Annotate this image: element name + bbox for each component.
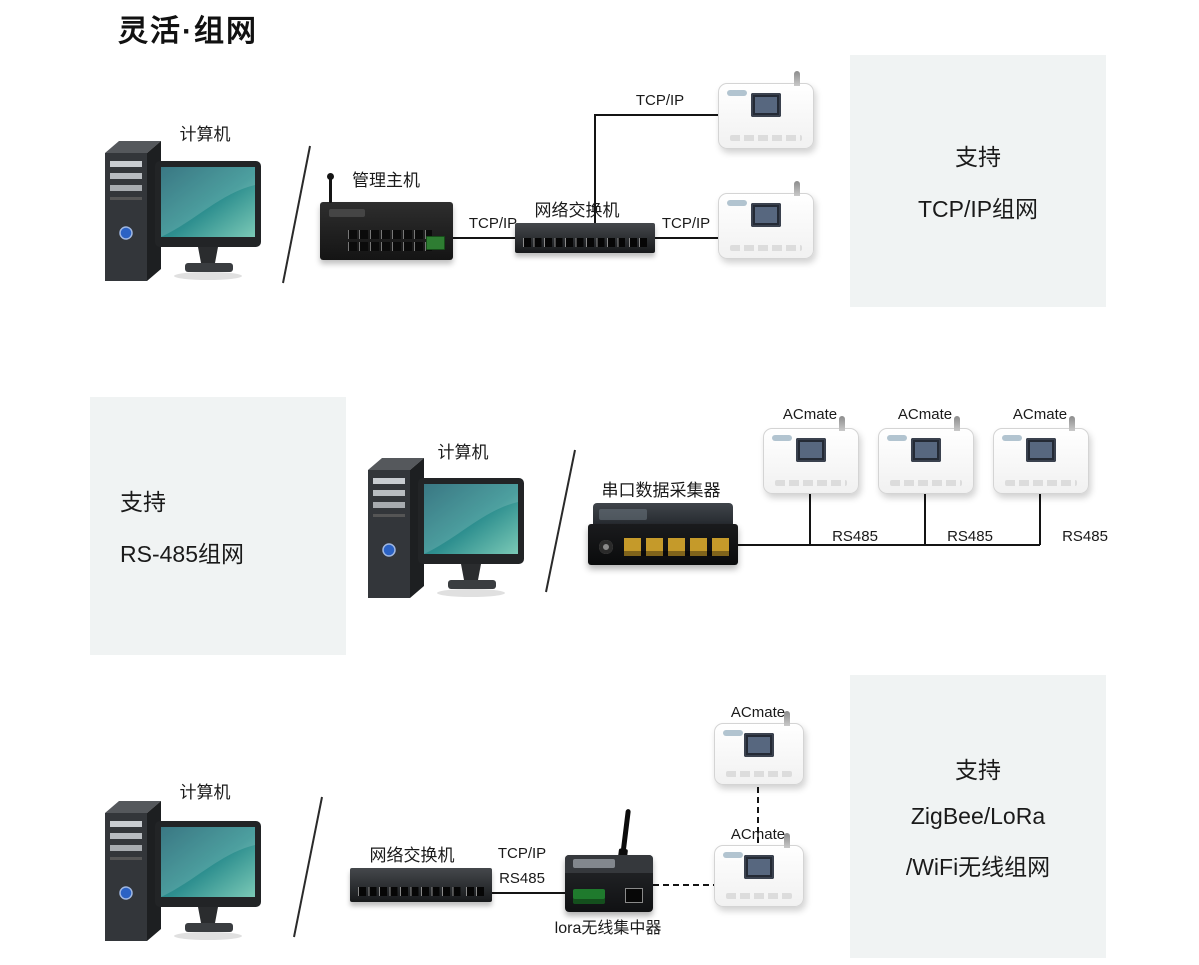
ethernet-port xyxy=(625,888,643,903)
computer-label-1: 计算机 xyxy=(179,125,231,144)
acmate-device xyxy=(718,181,814,259)
device-strip xyxy=(775,480,847,486)
port-row xyxy=(523,238,625,247)
brand-badge xyxy=(329,209,365,217)
desktop-computer-1 xyxy=(95,133,265,293)
device-body xyxy=(588,524,738,565)
link-label-tcpip-right: TCP/IP xyxy=(661,215,711,232)
link-label-rs485: RS485 xyxy=(832,528,878,545)
switch-label-3: 网络交换机 xyxy=(369,846,455,865)
panel-tcpip-line1: 支持 xyxy=(955,144,1001,170)
panel-rs485: 支持 RS-485组网 xyxy=(90,397,346,655)
acmate-label: ACmate xyxy=(730,704,786,721)
link-label-rs485-3: RS485 xyxy=(499,870,545,887)
port-row xyxy=(348,242,432,251)
antenna-icon xyxy=(620,808,631,858)
device-top-label xyxy=(573,859,615,868)
device-logo xyxy=(727,200,747,206)
device-logo xyxy=(772,435,792,441)
device-strip xyxy=(726,893,792,899)
antenna-icon xyxy=(327,173,334,203)
acmate-label: ACmate xyxy=(897,406,953,423)
computer-label-2: 计算机 xyxy=(437,443,489,462)
network-switch-device-1 xyxy=(515,223,655,253)
acmate-device xyxy=(718,71,814,149)
lora-concentrator-device xyxy=(565,808,653,912)
terminal-block xyxy=(426,236,445,250)
device-strip xyxy=(730,135,802,141)
acmate-device xyxy=(878,416,974,494)
panel-wireless: 支持 ZigBee/LoRa /WiFi无线组网 xyxy=(850,675,1106,958)
switch-label-1: 网络交换机 xyxy=(534,201,620,220)
link-label-rs485: RS485 xyxy=(947,528,993,545)
panel-rs485-line2: RS-485组网 xyxy=(120,541,244,567)
device-strip xyxy=(730,245,802,251)
device-logo xyxy=(723,730,743,736)
device-logo xyxy=(727,90,747,96)
acmate-device xyxy=(714,711,804,785)
panel-tcpip-line2: TCP/IP组网 xyxy=(917,196,1039,222)
host-label: 管理主机 xyxy=(352,171,420,190)
device-strip xyxy=(890,480,962,486)
panel-wireless-line1: 支持 xyxy=(955,757,1001,783)
panel-wireless-line3: /WiFi无线组网 xyxy=(905,854,1051,880)
panel-wireless-line2: ZigBee/LoRa xyxy=(910,803,1046,829)
device-screen xyxy=(796,438,826,462)
network-switch-device-3 xyxy=(350,868,492,902)
device-strip xyxy=(726,771,792,777)
acmate-device xyxy=(993,416,1089,494)
uplink-ports xyxy=(629,238,647,247)
device-logo xyxy=(887,435,907,441)
panel-rs485-line1: 支持 xyxy=(120,489,166,515)
terminal-block xyxy=(573,889,605,904)
panel-tcpip: 支持 TCP/IP组网 xyxy=(850,55,1106,307)
desktop-computer-3 xyxy=(95,793,265,953)
link-label-tcpip-mid: TCP/IP xyxy=(468,215,518,232)
lora-label: lora无线集中器 xyxy=(554,920,662,937)
rj45-ports xyxy=(624,538,730,556)
link-label-tcpip-3: TCP/IP xyxy=(497,845,547,862)
link-label-tcpip-top: TCP/IP xyxy=(635,92,685,109)
acmate-device xyxy=(763,416,859,494)
device-screen xyxy=(751,203,781,227)
device-screen xyxy=(1026,438,1056,462)
port-row xyxy=(358,887,462,896)
acmate-label: ACmate xyxy=(1012,406,1068,423)
collector-label: 串口数据采集器 xyxy=(601,481,721,500)
serial-collector-device xyxy=(588,503,738,565)
device-screen xyxy=(744,733,774,757)
uplink-ports xyxy=(466,887,484,896)
acmate-label: ACmate xyxy=(782,406,838,423)
link-label-rs485: RS485 xyxy=(1062,528,1108,545)
port-row xyxy=(348,230,432,239)
device-top-label xyxy=(599,509,647,520)
device-logo xyxy=(1002,435,1022,441)
desktop-computer-2 xyxy=(358,450,528,610)
power-connector xyxy=(599,540,613,554)
page-title: 灵活·组网 xyxy=(118,15,258,48)
device-screen xyxy=(744,855,774,879)
device-logo xyxy=(723,852,743,858)
device-strip xyxy=(1005,480,1077,486)
acmate-label: ACmate xyxy=(730,826,786,843)
device-screen xyxy=(751,93,781,117)
computer-label-3: 计算机 xyxy=(179,783,231,802)
acmate-device xyxy=(714,833,804,907)
management-host-device xyxy=(320,173,453,260)
device-screen xyxy=(911,438,941,462)
